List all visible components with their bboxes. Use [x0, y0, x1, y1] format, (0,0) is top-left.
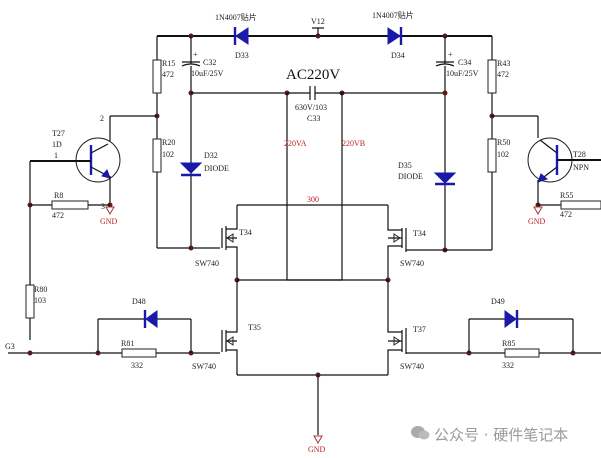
r85-ref: R85 — [502, 339, 515, 348]
t28-ref: T28 — [573, 150, 586, 159]
r50-value: 102 — [497, 150, 509, 159]
diode-d48 — [143, 310, 158, 328]
resistor-r8 — [51, 200, 89, 210]
net-220va: 220VA — [284, 139, 307, 148]
diode-d49 — [504, 310, 519, 328]
c34-pol: + — [448, 50, 453, 59]
resistor-r81 — [121, 348, 157, 358]
t34b-ref: T34 — [413, 229, 426, 238]
t27-pin-e: 3 — [101, 202, 105, 211]
d49-ref: D49 — [491, 297, 505, 306]
diode-d34 — [387, 27, 403, 45]
resistor-r55 — [560, 200, 601, 210]
watermark-text: 公众号 · 硬件笔记本 — [434, 426, 569, 444]
c33-ref: C33 — [307, 114, 320, 123]
c32-value: 10uF/25V — [191, 69, 224, 78]
r80-value: 103 — [34, 296, 46, 305]
r15-value: 472 — [162, 70, 174, 79]
r15-ref: R15 — [162, 59, 175, 68]
r20-ref: R20 — [162, 138, 175, 147]
r50-ref: R50 — [497, 138, 510, 147]
capacitor-c34 — [435, 63, 455, 67]
t27-value: 1D — [52, 140, 62, 149]
r43-ref: R43 — [497, 59, 510, 68]
resistor-r50 — [487, 138, 497, 173]
r55-value: 472 — [560, 210, 572, 219]
mosfet-t35 — [221, 280, 238, 375]
diode-d32 — [179, 162, 203, 177]
c32-ref: C32 — [203, 58, 216, 67]
diode-d35 — [433, 172, 457, 186]
gnd-label: GND — [308, 445, 326, 454]
d33-ref: D33 — [235, 51, 249, 60]
t35-ref: T35 — [248, 323, 261, 332]
gnd-symbol — [533, 206, 543, 216]
d34-ref: D34 — [391, 51, 405, 60]
d35-ref: D35 — [398, 161, 412, 170]
gnd-symbol — [105, 206, 115, 216]
gnd-label: GND — [100, 217, 118, 226]
resistor-r15 — [152, 59, 162, 94]
t34a-ref: T34 — [239, 228, 252, 237]
t27-pin-b: 1 — [54, 151, 58, 160]
mosfet-t34-right — [387, 205, 407, 280]
t37-ref: T37 — [413, 325, 426, 334]
t34a-value: SW740 — [195, 259, 219, 268]
mosfet-t34-left — [221, 205, 238, 280]
r43-value: 472 — [497, 70, 509, 79]
watermark: 公众号 · 硬件笔记本 — [410, 424, 568, 445]
mosfet-t37 — [387, 280, 407, 375]
r8-value: 472 — [52, 211, 64, 220]
r20-value: 102 — [162, 150, 174, 159]
d32-ref: D32 — [204, 151, 218, 160]
net-300: 300 — [307, 195, 319, 204]
d32-value: DIODE — [204, 164, 229, 173]
wechat-icon — [410, 425, 430, 445]
t27-ref: T27 — [52, 129, 65, 138]
r55-ref: R55 — [560, 191, 573, 200]
junction — [27, 350, 33, 356]
junction — [188, 245, 194, 251]
r81-ref: R81 — [121, 339, 134, 348]
t37-value: SW740 — [400, 362, 424, 371]
d34-value: 1N4007贴片 — [372, 10, 414, 20]
resistor-r43 — [487, 59, 497, 94]
c33-value: 630V/103 — [295, 103, 327, 112]
d48-ref: D48 — [132, 297, 146, 306]
r80-ref: R80 — [34, 285, 47, 294]
gnd-symbol — [313, 435, 323, 445]
d35-value: DIODE — [398, 172, 423, 181]
t28-value: NPN — [573, 163, 589, 172]
r8-ref: R8 — [54, 191, 63, 200]
junction — [442, 90, 448, 96]
c32-pol: + — [193, 50, 198, 59]
t34b-value: SW740 — [400, 259, 424, 268]
net-220vb: 220VB — [342, 139, 365, 148]
net-g3: G3 — [5, 342, 15, 351]
t27-pin-c: 2 — [100, 114, 104, 123]
gnd-label: GND — [528, 217, 546, 226]
r85-value: 332 — [502, 361, 514, 370]
t35-value: SW740 — [192, 362, 216, 371]
resistor-r85 — [504, 348, 540, 358]
title-ac220v: AC220V — [286, 67, 340, 83]
c34-value: 10uF/25V — [446, 69, 479, 78]
diode-d33 — [233, 27, 249, 45]
capacitor-c32 — [181, 63, 201, 67]
d33-value: 1N4007贴片 — [215, 12, 257, 22]
r81-value: 332 — [131, 361, 143, 370]
c34-ref: C34 — [458, 58, 471, 67]
resistor-r80 — [25, 284, 35, 319]
resistor-r20 — [152, 138, 162, 173]
net-v12: V12 — [311, 17, 325, 26]
